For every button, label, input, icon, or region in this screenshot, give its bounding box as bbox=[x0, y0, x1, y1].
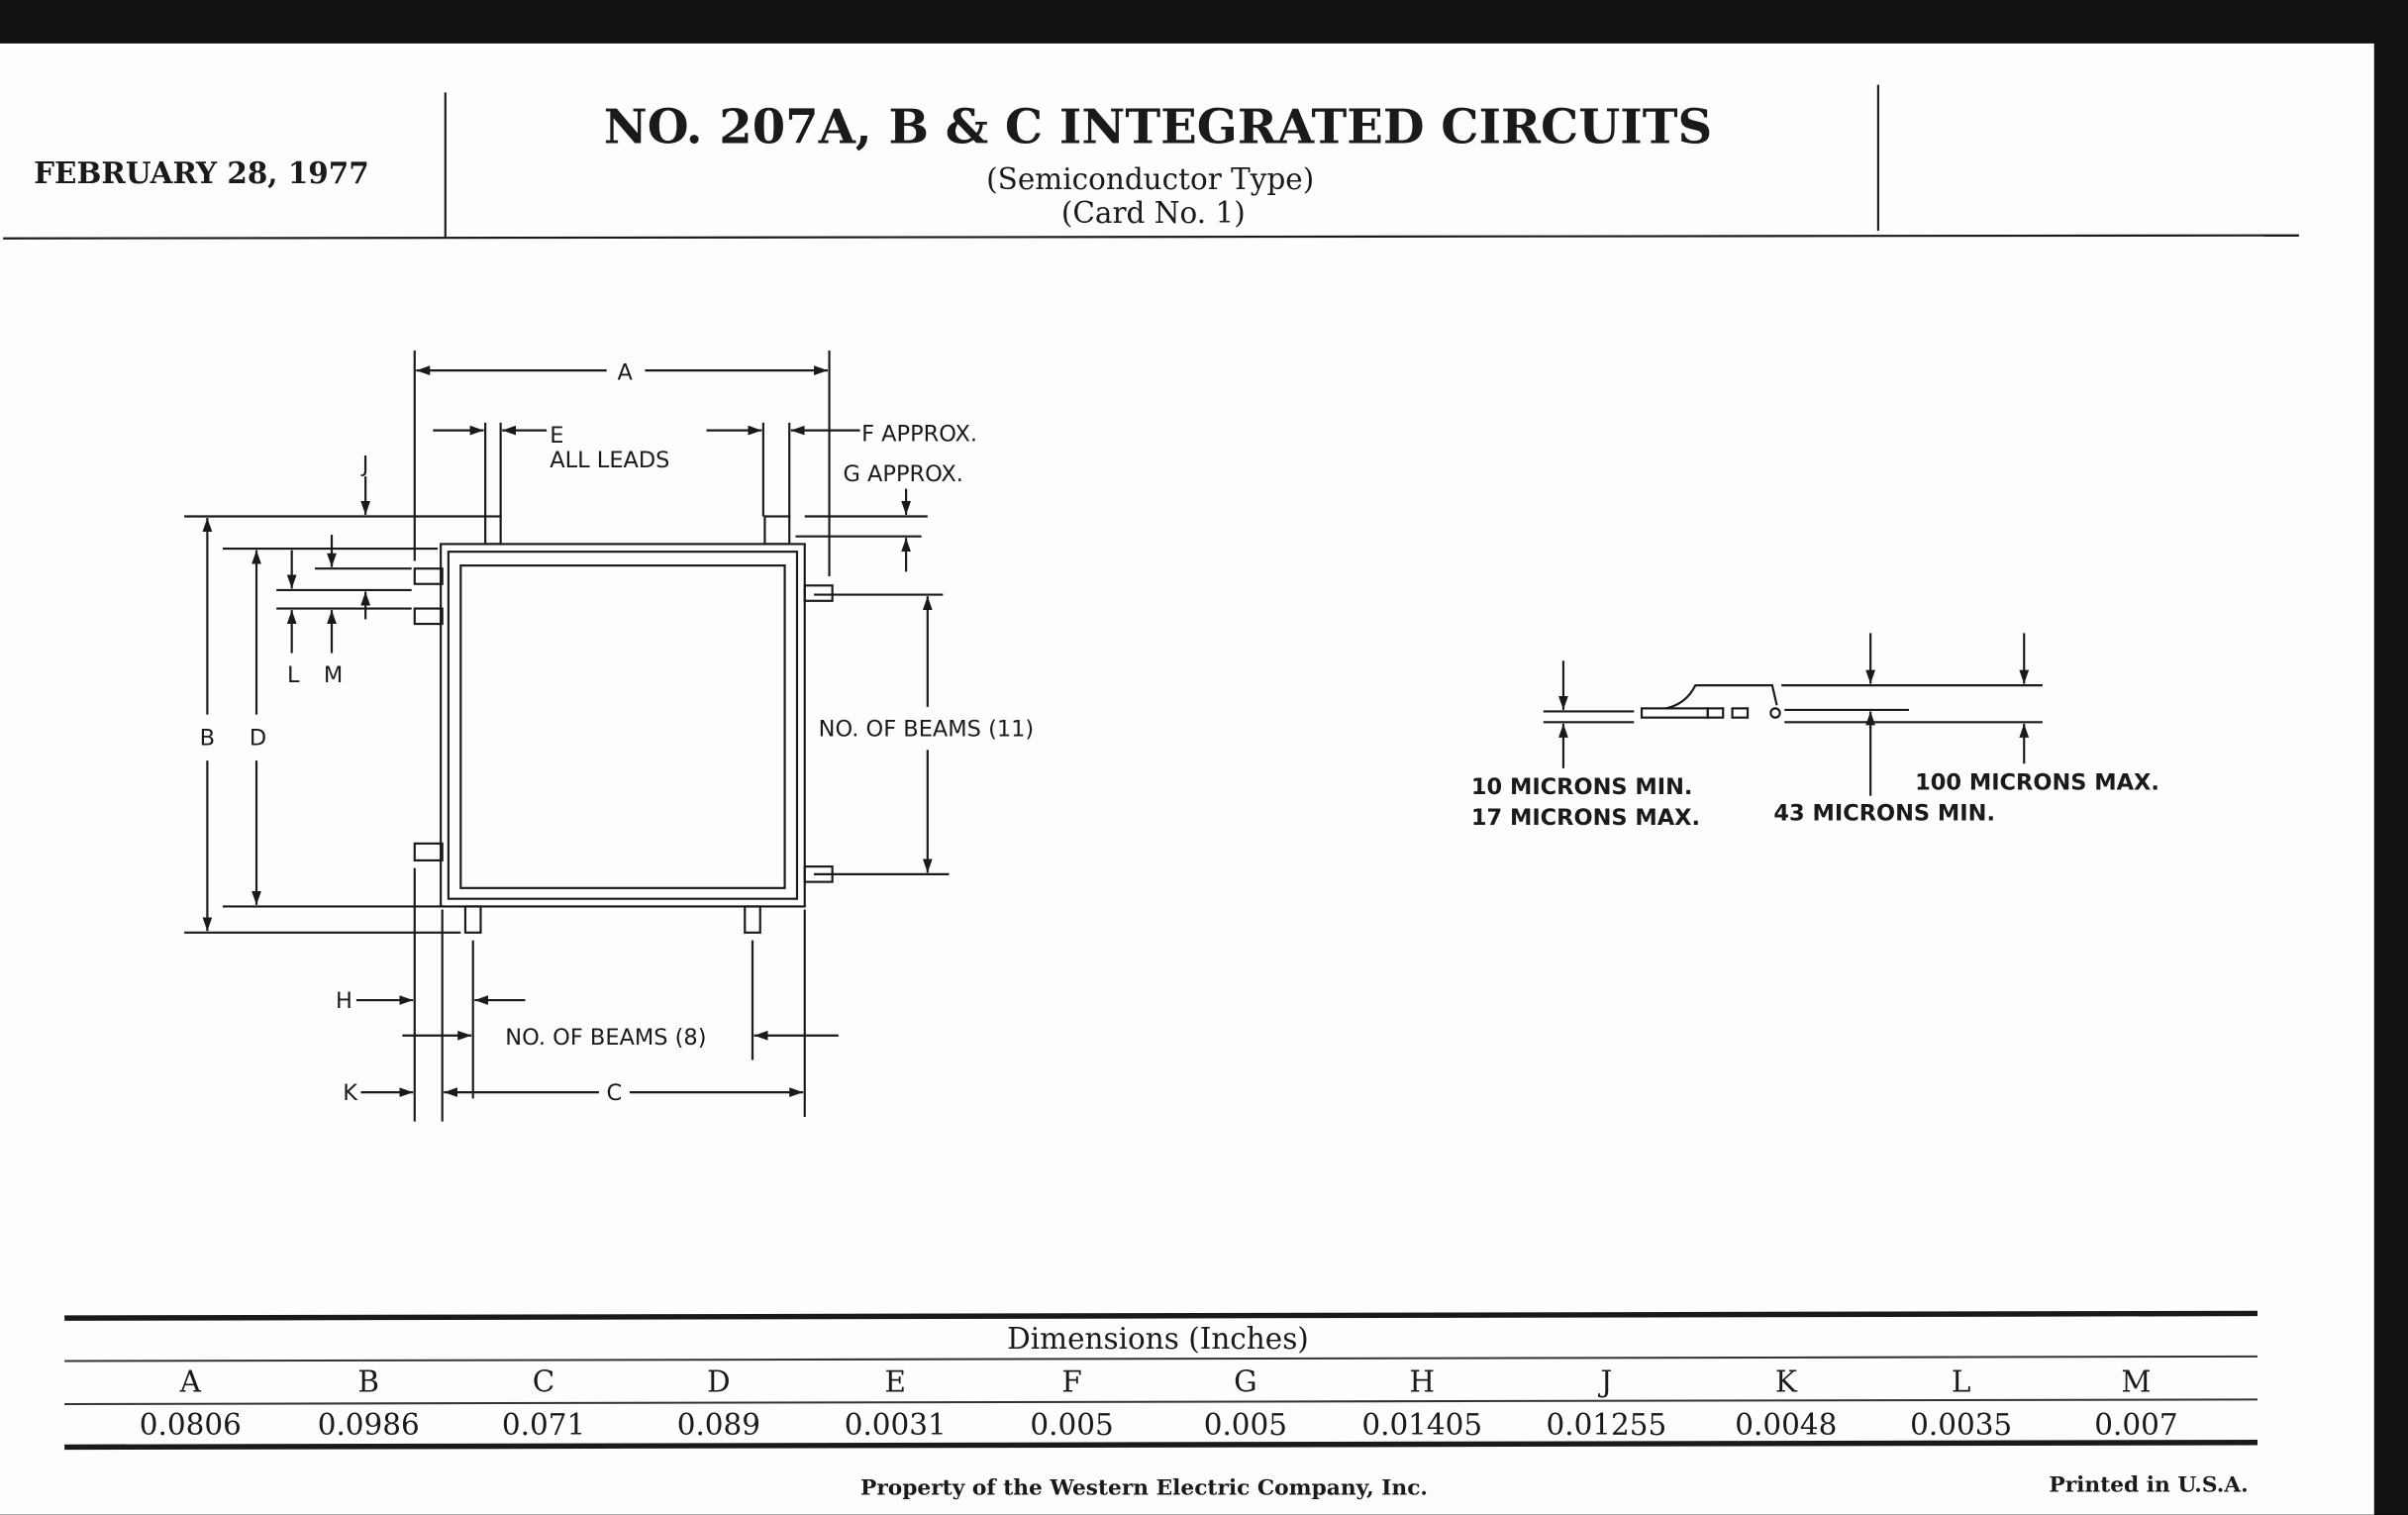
table-header-cell: A bbox=[179, 1365, 202, 1399]
all-leads-label: ALL LEADS bbox=[550, 448, 669, 473]
min-10-microns: 10 MICRONS MIN. bbox=[1471, 774, 1693, 800]
header: FEBRUARY 28, 1977 NO. 207A, B & C INTEGR… bbox=[3, 84, 2299, 240]
table-value-cell: 0.0986 bbox=[318, 1408, 420, 1442]
table-header-cell: G bbox=[1234, 1365, 1257, 1399]
table-header-cell: M bbox=[2121, 1365, 2151, 1399]
table-header-cell: L bbox=[1952, 1365, 1971, 1399]
dim-label-b: B bbox=[200, 726, 215, 752]
min-43-microns: 43 MICRONS MIN. bbox=[1773, 801, 1995, 827]
dim-label-l: L bbox=[287, 662, 300, 688]
table-value-cell: 0.007 bbox=[2094, 1408, 2177, 1442]
table-header-cell: E bbox=[884, 1365, 906, 1399]
table-header-cell: H bbox=[1409, 1365, 1435, 1399]
table-header-cell: F bbox=[1061, 1365, 1081, 1399]
dim-label-g: G APPROX. bbox=[844, 461, 963, 487]
dim-label-f: F APPROX. bbox=[861, 421, 977, 447]
beams-side-label: NO. OF BEAMS (11) bbox=[819, 716, 1035, 742]
table-title: Dimensions (Inches) bbox=[1007, 1322, 1309, 1356]
die-active-area bbox=[459, 564, 786, 889]
table-header-cell: K bbox=[1775, 1365, 1798, 1399]
beams-bottom-label: NO. OF BEAMS (8) bbox=[505, 1025, 706, 1051]
table-value-cell: 0.005 bbox=[1030, 1408, 1113, 1442]
table-value-cell: 0.0031 bbox=[845, 1408, 947, 1442]
dim-label-m: M bbox=[324, 662, 343, 688]
property-notice: Property of the Western Electric Company… bbox=[860, 1475, 1428, 1500]
table-value-cell: 0.089 bbox=[677, 1408, 760, 1442]
subtitle: (Semiconductor Type) bbox=[986, 162, 1314, 196]
max-100-microns: 100 MICRONS MAX. bbox=[1915, 770, 2159, 796]
page-title: NO. 207A, B & C INTEGRATED CIRCUITS bbox=[604, 100, 1712, 155]
dim-label-e: E bbox=[550, 423, 563, 449]
table-value-cell: 0.0048 bbox=[1735, 1408, 1837, 1442]
table-value-cell: 0.01255 bbox=[1546, 1408, 1666, 1442]
table-value-row: 0.0806 0.0986 0.071 0.089 0.0031 0.005 0.005 0.… bbox=[140, 1408, 2178, 1442]
date: FEBRUARY 28, 1977 bbox=[34, 155, 369, 190]
table-value-cell: 0.005 bbox=[1204, 1408, 1287, 1442]
scan-border-right bbox=[2373, 0, 2408, 1515]
dim-label-a: A bbox=[618, 359, 634, 385]
dim-label-c: C bbox=[607, 1080, 623, 1106]
plan-view-drawing: A E ALL LEADS F APPROX. G APPROX. J B D … bbox=[184, 350, 1035, 1122]
dim-label-k: K bbox=[343, 1080, 358, 1106]
scan-border-top bbox=[0, 0, 2408, 44]
header-rule bbox=[3, 234, 2299, 240]
profile-view-drawing: 10 MICRONS MIN. 17 MICRONS MAX. 43 MICRO… bbox=[1471, 633, 2159, 831]
max-17-microns: 17 MICRONS MAX. bbox=[1471, 805, 1700, 831]
table-value-cell: 0.071 bbox=[502, 1408, 585, 1442]
dim-label-j: J bbox=[360, 453, 369, 478]
table-header-cell: B bbox=[357, 1365, 379, 1399]
card-number: (Card No. 1) bbox=[1061, 196, 1246, 230]
paper bbox=[0, 43, 2374, 1515]
dim-label-d: D bbox=[250, 726, 266, 752]
table-header-cell: D bbox=[707, 1365, 731, 1399]
printed-in-usa: Printed in U.S.A. bbox=[2049, 1472, 2248, 1497]
table-header-cell: C bbox=[533, 1365, 555, 1399]
die-outline bbox=[440, 543, 806, 908]
table-value-cell: 0.0035 bbox=[1910, 1408, 2012, 1442]
table-header-cell: J bbox=[1597, 1365, 1612, 1399]
beam-leads bbox=[413, 515, 834, 934]
table-value-cell: 0.01405 bbox=[1361, 1408, 1482, 1442]
dim-label-h: H bbox=[336, 988, 352, 1014]
table-value-cell: 0.0806 bbox=[140, 1408, 242, 1442]
